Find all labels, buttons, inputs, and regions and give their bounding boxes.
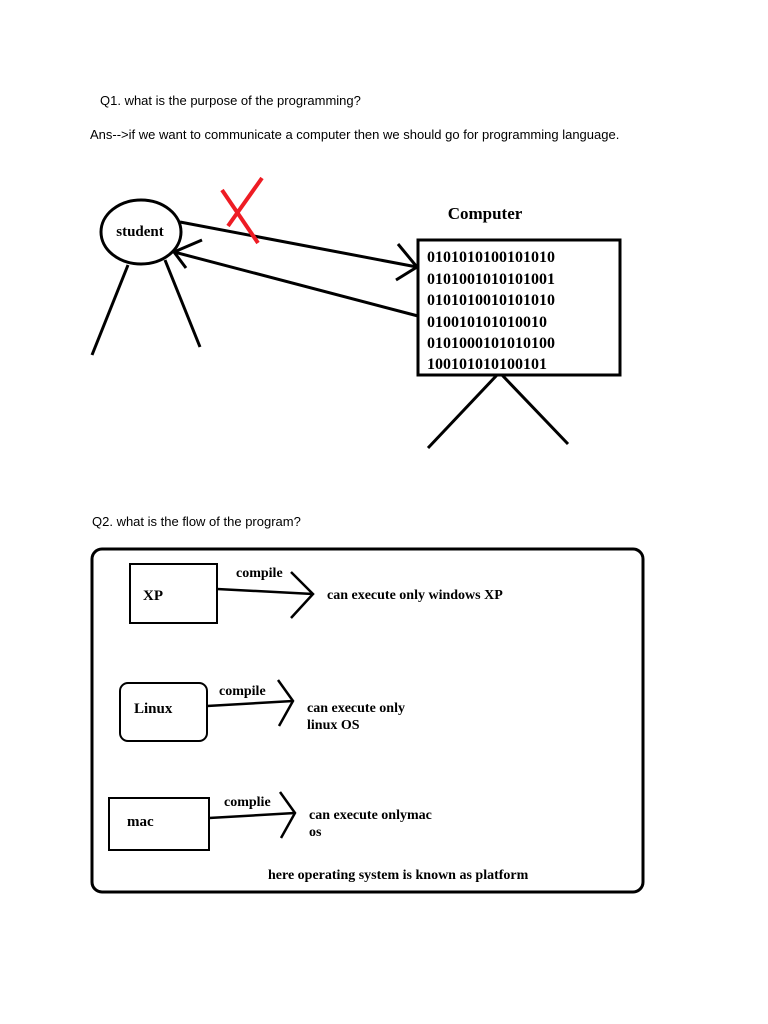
binary-line: 0101001010101001 xyxy=(427,271,555,288)
binary-line: 0101010010101010 xyxy=(427,292,555,309)
arrow-head-right-icon xyxy=(278,791,297,839)
compile-arrow xyxy=(206,699,294,708)
binary-line: 010010101010010 xyxy=(427,314,547,331)
answer-1: Ans-->if we want to communicate a comput… xyxy=(90,127,620,142)
result-line: os xyxy=(309,825,322,840)
red-cross-icon xyxy=(220,176,264,245)
platform-label: mac xyxy=(127,814,154,830)
platform-label: XP xyxy=(143,588,163,604)
platform-label: Linux xyxy=(134,701,173,717)
result-line: can execute onlymac xyxy=(309,808,432,823)
question-2: Q2. what is the flow of the program? xyxy=(92,514,301,529)
student-left-leg xyxy=(90,264,130,356)
binary-line: 100101010100101 xyxy=(427,356,547,373)
result-line: can execute only xyxy=(307,701,405,716)
student-right-leg xyxy=(163,259,202,348)
binary-line: 0101010100101010 xyxy=(427,249,555,266)
result-line: linux OS xyxy=(307,718,360,733)
computer-right-leg xyxy=(500,373,570,446)
computer-title: Computer xyxy=(448,204,523,223)
platform-box-mac xyxy=(108,797,210,851)
computer-screen xyxy=(416,238,622,377)
compile-label: compile xyxy=(219,684,266,699)
compile-arrow xyxy=(216,587,314,596)
program-flow-frame xyxy=(90,547,645,894)
platform-box-xp xyxy=(129,563,218,624)
arrow-student-to-computer xyxy=(179,220,418,269)
student-head xyxy=(99,198,183,266)
platform-box-linux xyxy=(119,682,208,742)
compile-arrow xyxy=(208,811,296,820)
computer-left-leg xyxy=(426,373,499,450)
arrow-head-left-icon xyxy=(171,238,203,269)
result-line: can execute only windows XP xyxy=(327,588,503,603)
compile-label: complie xyxy=(224,795,271,810)
binary-line: 0101000101010100 xyxy=(427,335,555,352)
student-label: student xyxy=(116,224,164,240)
compile-label: compile xyxy=(236,566,283,581)
platform-note: here operating system is known as platfo… xyxy=(268,868,529,883)
question-1: Q1. what is the purpose of the programmi… xyxy=(100,93,361,108)
arrow-head-right-icon xyxy=(290,571,315,619)
arrow-head-right-icon xyxy=(395,243,420,282)
arrow-head-right-icon xyxy=(276,679,295,727)
arrow-computer-to-student xyxy=(173,250,419,318)
